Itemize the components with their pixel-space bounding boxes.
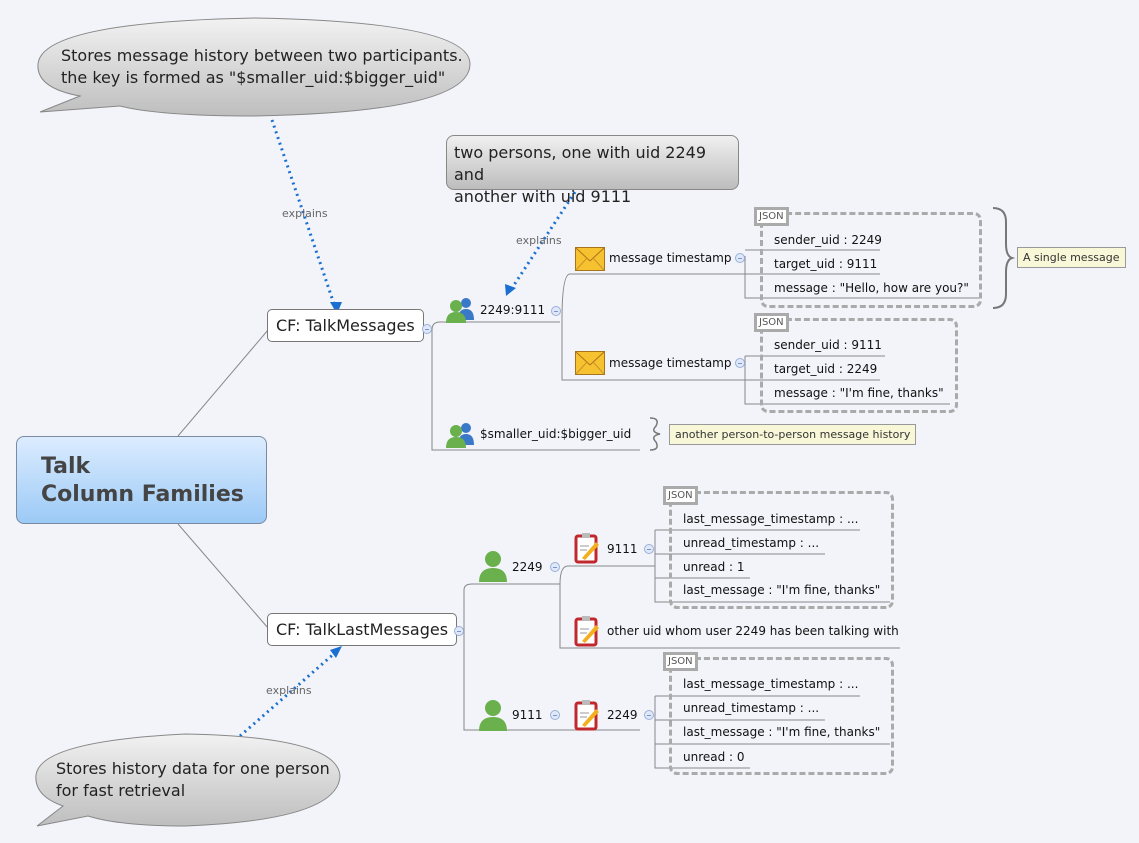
envelope-icon [575,351,605,375]
branch-line [177,329,269,437]
json-field[interactable]: unread_timestamp : ... [683,701,820,715]
row-key[interactable]: $smaller_uid:$bigger_uid [480,427,632,441]
branch-line [744,356,950,405]
topic-talk-last-messages[interactable]: CF: TalkLastMessages [267,613,458,646]
json-field[interactable]: message : "Hello, how are you?" [774,281,969,295]
callout-line: two persons, one with uid 2249 and [454,143,707,184]
arrowhead [330,302,342,314]
central-topic[interactable]: Talk Column Families [16,436,267,524]
callout-line: the key is formed as "$smaller_uid:$bigg… [61,68,446,87]
note-other-row[interactable]: another person-to-person message history [669,424,917,445]
collapse-toggle[interactable] [551,306,561,316]
relationship-line [510,191,577,289]
users-icon [446,298,474,323]
arrowhead [330,646,342,658]
json-field[interactable]: unread_timestamp : ... [683,536,820,550]
speech-bubble-shape [37,17,471,117]
entry-key[interactable]: 9111 [607,542,638,556]
brace-other-row [649,417,661,451]
clipboard-icon [574,700,599,731]
callout-last-messages[interactable]: Stores history data for one person for f… [56,758,330,802]
branch-line [561,318,750,381]
collapse-toggle[interactable] [735,253,745,263]
message-label[interactable]: message timestamp [609,356,732,370]
entry-key[interactable]: 2249 [607,708,638,722]
central-topic-label: Talk Column Families [41,454,244,507]
branch-line [463,583,560,630]
collapse-toggle[interactable] [550,562,560,572]
json-field[interactable]: last_message : "I'm fine, thanks" [683,583,881,597]
json-field[interactable]: last_message_timestamp : ... [683,677,859,691]
collapse-toggle[interactable] [454,626,464,636]
json-tag: JSON [663,652,698,671]
json-field[interactable]: target_uid : 2249 [774,362,878,376]
json-boundary [760,318,958,413]
branch-line [559,565,655,585]
json-field[interactable]: sender_uid : 2249 [774,233,882,247]
users-icon [446,423,474,448]
callout-persons[interactable]: two persons, one with uid 2249 and anoth… [446,135,739,206]
note-single-message[interactable]: A single message [1017,247,1126,268]
envelope-icon [575,247,605,271]
user-icon [479,551,507,582]
branch-line [744,256,980,299]
json-field[interactable]: unread : 0 [683,750,745,764]
json-boundary [760,212,982,308]
json-boundary [669,657,894,775]
callout-line: another with uid 9111 [454,187,632,206]
json-field[interactable]: last_message_timestamp : ... [683,512,859,526]
entry-key[interactable]: other uid whom user 2249 has been talkin… [607,624,899,638]
message-label[interactable]: message timestamp [609,251,732,265]
json-field[interactable]: target_uid : 9111 [774,257,878,271]
topic-talk-messages[interactable]: CF: TalkMessages [267,309,424,342]
clipboard-icon [574,533,599,564]
json-boundary [669,491,894,609]
relationship-label: explains [266,684,312,697]
clipboard-icon [574,616,599,647]
collapse-toggle[interactable] [550,710,560,720]
collapse-toggle[interactable] [422,324,432,334]
branch-line [559,584,900,649]
branch-line [431,321,560,331]
callout-talk-messages[interactable]: Stores message history between two parti… [61,45,463,89]
row-key[interactable]: 2249:9111 [480,303,546,317]
collapse-toggle[interactable] [644,544,654,554]
branch-line [177,523,269,629]
brace-single-message [992,207,1016,309]
collapse-toggle[interactable] [735,358,745,368]
json-field[interactable]: sender_uid : 9111 [774,338,882,352]
arrowhead [505,284,516,296]
callout-line: Stores history data for one person [56,759,330,778]
user-icon [479,700,507,731]
json-tag: JSON [754,313,789,332]
callout-line: for fast retrieval [56,781,186,800]
callout-line: Stores message history between two parti… [61,46,463,65]
speech-bubble-shape [35,733,341,827]
relationship-label: explains [516,234,562,247]
json-field[interactable]: unread : 1 [683,560,745,574]
json-field[interactable]: last_message : "I'm fine, thanks" [683,725,881,739]
branch-line [431,328,640,451]
branch-line [561,273,745,321]
user-key[interactable]: 2249 [512,560,543,574]
json-field[interactable]: message : "I'm fine, thanks" [774,386,944,400]
user-key[interactable]: 9111 [512,708,543,722]
relationship-label: explains [282,207,328,220]
json-tag: JSON [663,486,698,505]
collapse-toggle[interactable] [644,710,654,720]
json-tag: JSON [754,207,789,226]
